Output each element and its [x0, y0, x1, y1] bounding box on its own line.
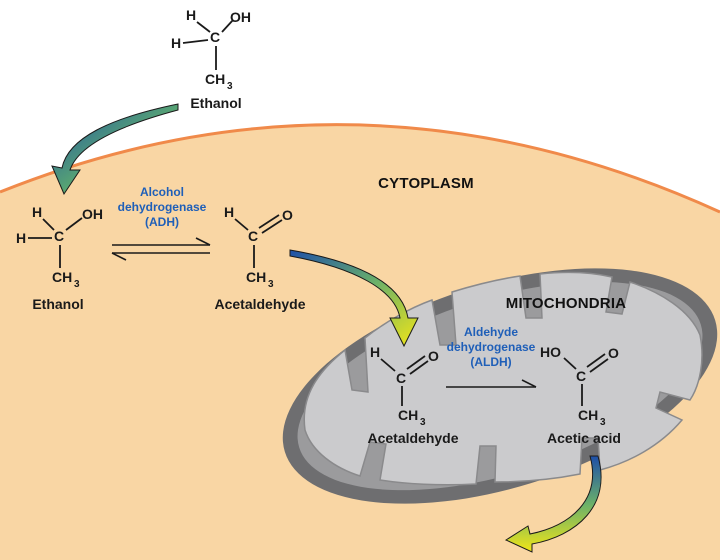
bond-line — [196, 21, 211, 33]
atom-h: H — [171, 35, 181, 51]
enzyme-adh-line3: (ADH) — [145, 215, 179, 229]
atom-c: C — [396, 370, 406, 386]
bond-line — [589, 358, 609, 373]
atom-c: C — [248, 228, 258, 244]
atom-oh: OH — [230, 9, 251, 25]
enzyme-aldh-line2: dehydrogenase — [447, 340, 536, 354]
reaction-arrow-aldh — [446, 379, 537, 388]
atom-ch: CH — [246, 269, 266, 285]
atom-o: O — [282, 207, 293, 223]
bond-line — [182, 39, 209, 44]
atom-ch: CH — [578, 407, 598, 423]
subscript-3: 3 — [600, 417, 606, 428]
subscript-3: 3 — [227, 81, 233, 92]
label-ethanol-outside: Ethanol — [190, 95, 241, 111]
acetic-acid-structure: HO C O CH 3 — [540, 344, 619, 428]
ethanol-outside-structure: H H C OH CH 3 — [171, 7, 251, 92]
bond-line — [406, 355, 426, 370]
enzyme-aldh-line3: (ALDH) — [470, 355, 511, 369]
atom-h: H — [224, 204, 234, 220]
enzyme-adh-line2: dehydrogenase — [118, 200, 207, 214]
bond-line — [221, 19, 234, 33]
bond-line — [380, 358, 396, 372]
equilibrium-arrow — [111, 237, 211, 261]
bond-line — [65, 217, 83, 231]
label-mitochondria: MITOCHONDRIA — [506, 295, 626, 312]
atom-oh: OH — [82, 206, 103, 222]
atom-o: O — [428, 348, 439, 364]
bond-line — [409, 360, 429, 375]
atom-ch: CH — [205, 71, 225, 87]
label-acetic-acid: Acetic acid — [547, 430, 621, 446]
subscript-3: 3 — [74, 279, 80, 290]
atom-c: C — [210, 29, 220, 45]
atom-h: H — [186, 7, 196, 23]
arrow-ethanol-into-cell — [51, 103, 179, 196]
atom-c: C — [54, 228, 64, 244]
arrow-acetic-acid-out — [504, 455, 602, 553]
atom-h: H — [370, 344, 380, 360]
label-cytoplasm: CYTOPLASM — [378, 175, 474, 192]
acetaldehyde-mito-structure: H C O CH 3 — [370, 344, 439, 428]
bond-line — [563, 357, 577, 370]
atom-h: H — [16, 230, 26, 246]
arrow-acetaldehyde-into-mito — [289, 249, 419, 348]
label-ethanol-cytoplasm: Ethanol — [32, 296, 83, 312]
bond-line — [234, 218, 249, 231]
atom-h: H — [32, 204, 42, 220]
cell-membrane — [0, 123, 720, 214]
subscript-3: 3 — [420, 417, 426, 428]
enzyme-adh-line1: Alcohol — [140, 185, 184, 199]
bond-line — [261, 219, 283, 234]
acetaldehyde-cytoplasm-structure: H C O CH 3 — [224, 204, 293, 290]
atom-ch: CH — [52, 269, 72, 285]
bond-line — [258, 214, 280, 229]
enzyme-aldh-line1: Aldehyde — [464, 325, 518, 339]
label-acetaldehyde-cytoplasm: Acetaldehyde — [214, 296, 305, 312]
atom-o: O — [608, 345, 619, 361]
subscript-3: 3 — [268, 279, 274, 290]
label-acetaldehyde-mito: Acetaldehyde — [367, 430, 458, 446]
atom-c: C — [576, 368, 586, 384]
atom-ch: CH — [398, 407, 418, 423]
bond-line — [42, 218, 55, 231]
atom-ho: HO — [540, 344, 561, 360]
ethanol-cytoplasm-structure: H H C OH CH 3 — [16, 204, 103, 290]
bond-line — [586, 353, 606, 368]
